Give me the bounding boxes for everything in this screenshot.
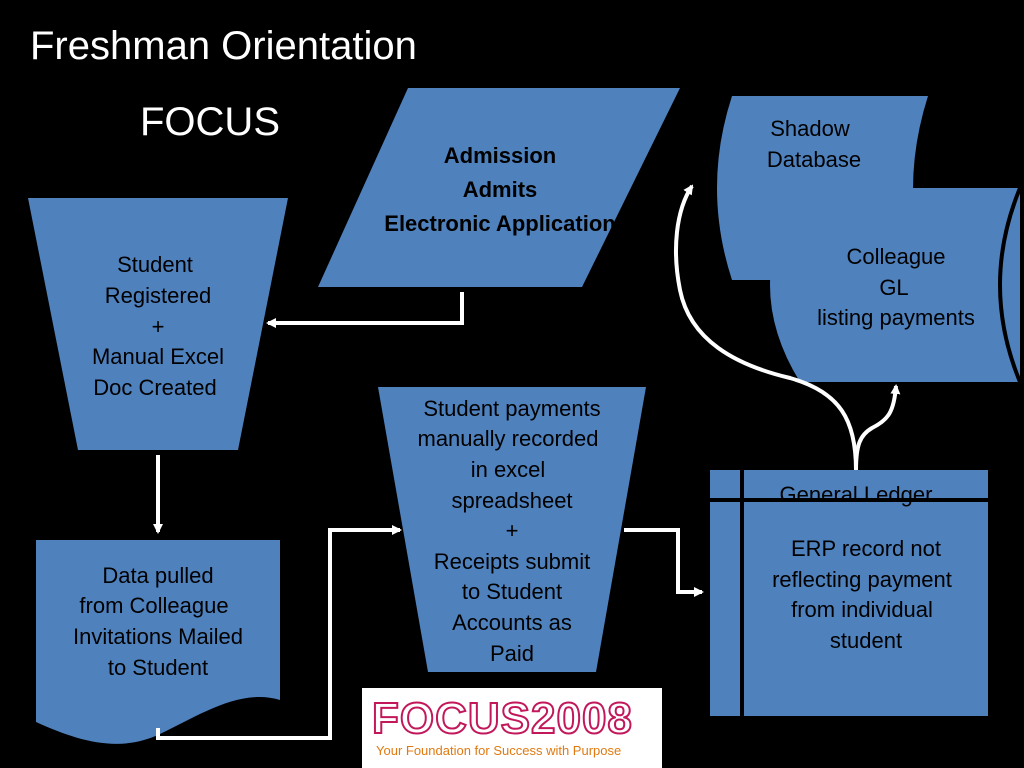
student-payments-line: +	[506, 518, 519, 543]
connector-admission-to-registered	[266, 292, 464, 328]
admission-line: Admits	[463, 177, 538, 202]
shadow-database-line: Shadow	[770, 116, 850, 141]
data-pulled-text-group: Data pulled from Colleague Invitations M…	[73, 563, 243, 680]
data-pulled-line: Invitations Mailed	[73, 624, 243, 649]
colleague-gl-line: Colleague	[846, 244, 945, 269]
student-payments-line: Paid	[490, 641, 534, 666]
general-ledger-text-group: ERP record not reflecting payment from i…	[772, 536, 952, 653]
general-ledger-table-shape	[710, 470, 988, 716]
student-payments-line: manually recorded	[418, 426, 599, 451]
data-pulled-document-shape	[36, 540, 280, 744]
general-ledger-header-text: General Ledger	[780, 482, 933, 507]
data-pulled-line: from Colleague	[79, 593, 228, 618]
data-pulled-line: to Student	[108, 655, 208, 680]
student-payments-line: in excel	[471, 457, 546, 482]
general-ledger-line: from individual	[791, 597, 933, 622]
student-registered-text-group: Student Registered + Manual Excel Doc Cr…	[92, 252, 224, 400]
colleague-gl-right-edge	[998, 187, 1022, 383]
logo-tagline: Your Foundation for Success with Purpose	[376, 743, 622, 758]
student-registered-line: Student	[117, 252, 193, 277]
general-ledger-line: student	[830, 628, 902, 653]
student-payments-line: to Student	[462, 579, 562, 604]
student-payments-line: Accounts as	[452, 610, 572, 635]
connector-ledger-to-colleague-gl	[854, 384, 901, 471]
student-registered-line: Manual Excel	[92, 344, 224, 369]
connector-ledger-to-shadow-db	[674, 184, 858, 471]
shadow-database-text-group: Shadow Database	[767, 116, 861, 172]
connector-data-pulled-to-payments	[156, 525, 402, 740]
student-registered-line: +	[152, 314, 165, 339]
admission-line: Admission	[444, 143, 556, 168]
shadow-database-line: Database	[767, 147, 861, 172]
admission-parallelogram-shape	[318, 88, 680, 287]
admission-text-group: Admission Admits Electronic Application	[384, 143, 615, 236]
student-payments-line: Student payments	[423, 396, 600, 421]
student-payments-line: Receipts submit	[434, 549, 591, 574]
student-payments-trapezoid-shape	[378, 387, 646, 672]
student-registered-trapezoid-shape	[28, 198, 288, 450]
student-payments-line: spreadsheet	[451, 488, 572, 513]
data-pulled-line: Data pulled	[102, 563, 213, 588]
colleague-gl-line: GL	[879, 275, 908, 300]
logo-wordmark: FOCUS2008	[371, 693, 633, 744]
general-ledger-line: ERP record not	[791, 536, 941, 561]
connector-payments-to-ledger	[624, 528, 704, 597]
general-ledger-line: reflecting payment	[772, 567, 952, 592]
slide-title: Freshman Orientation	[30, 24, 417, 68]
colleague-gl-shape	[770, 188, 1020, 382]
colleague-gl-line: listing payments	[817, 305, 975, 330]
student-payments-text-group: Student payments manually recorded in ex…	[418, 396, 601, 666]
student-registered-line: Registered	[105, 283, 211, 308]
slide-subtitle: FOCUS	[140, 100, 280, 144]
colleague-gl-text-group: Colleague GL listing payments	[817, 244, 975, 330]
focus2008-logo: FOCUS2008 Your Foundation for Success wi…	[362, 688, 662, 768]
admission-line: Electronic Application	[384, 211, 615, 236]
student-registered-line: Doc Created	[93, 375, 217, 400]
